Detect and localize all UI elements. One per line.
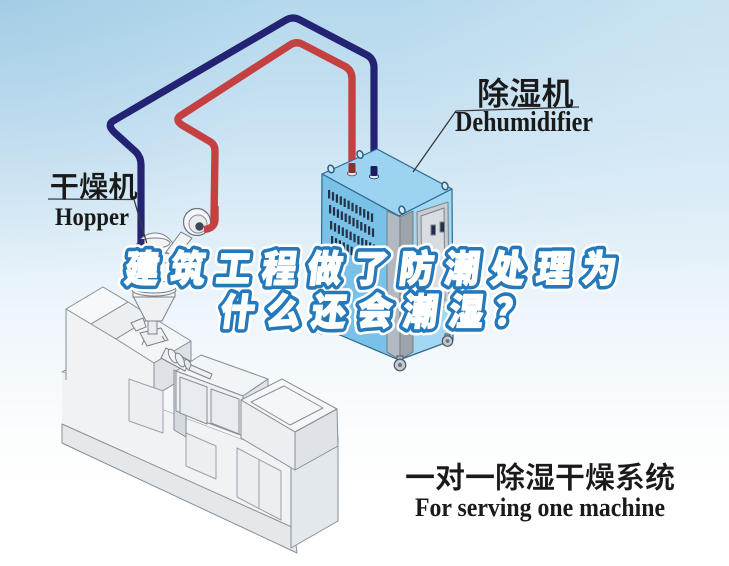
svg-text:Dehumidifier: Dehumidifier xyxy=(455,107,593,138)
svg-text:Hopper: Hopper xyxy=(55,202,129,231)
svg-text:For serving one machine: For serving one machine xyxy=(415,493,665,522)
